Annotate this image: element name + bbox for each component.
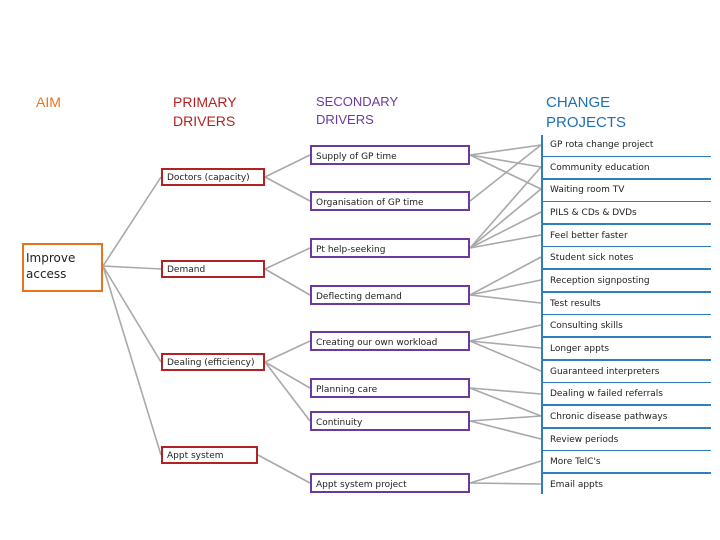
secondary-driver-label: Planning care [316,385,378,395]
secondary-driver-label: Supply of GP time [316,152,397,162]
project-waiting-room-tv: Waiting room TV [543,180,711,201]
aim-header: AIM [36,94,61,110]
primary-drivers-header: PRIMARY DRIVERS [173,93,237,131]
project-email-appts: Email appts [543,474,711,495]
project-gp-rota-change: GP rota change project [543,135,711,156]
project-label: GP rota change project [550,140,654,150]
secondary-driver-deflecting-demand: Deflecting demand [310,285,470,305]
project-consulting-skills: Consulting skills [543,315,711,336]
project-guaranteed-interpreters: Guaranteed interpreters [543,361,711,382]
project-reception-signposting: Reception signposting [543,270,711,291]
primary-driver-doctors-capacity: Doctors (capacity) [161,168,265,186]
secondary-driver-planning-care: Planning care [310,378,470,398]
project-label: Student sick notes [550,253,634,263]
secondary-driver-creating-our-own-workload: Creating our own workload [310,331,470,351]
primary-driver-label: Doctors (capacity) [167,173,250,183]
project-label: Test results [550,299,601,309]
project-label: More TelC's [550,457,601,467]
project-community-education: Community education [543,157,711,178]
project-label: Waiting room TV [550,185,625,195]
project-test-results: Test results [543,293,711,314]
secondary-driver-supply-of-gp-time: Supply of GP time [310,145,470,165]
primary-driver-label: Appt system [167,451,224,461]
aim-box: Improve access [22,243,103,292]
secondary-driver-label: Pt help-seeking [316,245,386,255]
primary-driver-label: Dealing (efficiency) [167,358,255,368]
project-label: Feel better faster [550,231,628,241]
primary-driver-demand: Demand [161,260,265,278]
secondary-driver-label: Deflecting demand [316,292,402,302]
project-pils-cds-dvds: PILS & CDs & DVDs [543,202,711,223]
secondary-driver-label: Appt system project [316,480,407,490]
project-label: Consulting skills [550,321,623,331]
secondary-drivers-header-text: SECONDARY DRIVERS [316,94,399,127]
primary-driver-dealing-efficiency: Dealing (efficiency) [161,353,265,371]
project-label: Dealing w failed referrals [550,389,663,399]
project-chronic-disease-pathways: Chronic disease pathways [543,406,711,427]
project-label: Community education [550,163,650,173]
project-review-periods: Review periods [543,429,711,450]
project-more-telcs: More TelC's [543,451,711,472]
project-student-sick-notes: Student sick notes [543,247,711,268]
primary-driver-appt-system: Appt system [161,446,258,464]
change-projects-header-text: CHANGE PROJECTS [546,94,627,131]
secondary-driver-organisation-of-gp-time: Organisation of GP time [310,191,470,211]
primary-driver-label: Demand [167,265,206,275]
secondary-driver-appt-system-project: Appt system project [310,473,470,493]
project-dealing-failed-referrals: Dealing w failed referrals [543,383,711,404]
project-label: PILS & CDs & DVDs [550,208,637,218]
secondary-driver-label: Continuity [316,418,363,428]
project-longer-appts: Longer appts [543,338,711,359]
change-projects-header: CHANGE PROJECTS [546,93,626,133]
project-label: Review periods [550,435,619,445]
secondary-driver-pt-help-seeking: Pt help-seeking [310,238,470,258]
secondary-driver-label: Organisation of GP time [316,198,424,208]
project-label: Reception signposting [550,276,650,286]
project-label: Email appts [550,480,603,490]
primary-drivers-header-text: PRIMARY DRIVERS [173,94,237,129]
project-label: Chronic disease pathways [550,412,668,422]
project-label: Guaranteed interpreters [550,367,660,377]
aim-label: Improve access [26,251,76,281]
secondary-driver-label: Creating our own workload [316,338,438,348]
secondary-drivers-header: SECONDARY DRIVERS [316,93,398,129]
project-label: Longer appts [550,344,610,354]
secondary-driver-continuity: Continuity [310,411,470,431]
project-feel-better-faster: Feel better faster [543,225,711,246]
